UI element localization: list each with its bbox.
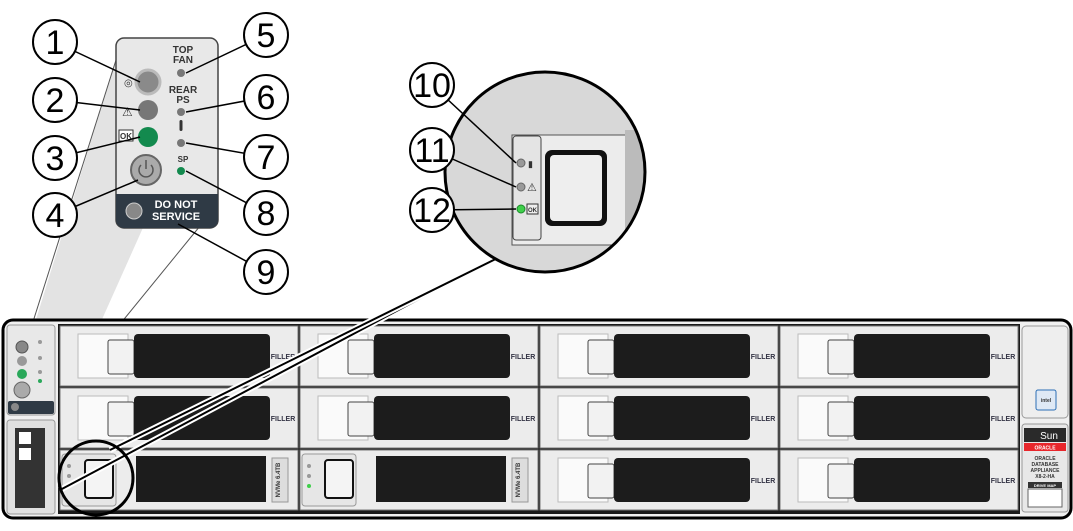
front-control-panel-small bbox=[6, 324, 56, 515]
callout-5: 5 bbox=[243, 12, 289, 58]
filler-label: FILLER bbox=[991, 478, 1016, 485]
top-fan-led bbox=[177, 69, 185, 77]
filler-label: FILLER bbox=[271, 354, 296, 361]
filler-drive[interactable]: FILLER bbox=[539, 325, 779, 387]
product-line-3: APPLIANCE bbox=[1031, 468, 1061, 474]
callout-12: 12 bbox=[409, 187, 455, 233]
filler-label: FILLER bbox=[991, 354, 1016, 361]
callout-9: 9 bbox=[243, 249, 289, 295]
callout-number: 5 bbox=[257, 17, 276, 55]
thermometer-icon bbox=[179, 120, 183, 131]
intel-logo: intel bbox=[1041, 398, 1052, 404]
filler-drive[interactable]: FILLER bbox=[779, 387, 1019, 449]
filler-label: FILLER bbox=[271, 416, 296, 423]
callout-number: 7 bbox=[257, 139, 276, 177]
callout-4: 4 bbox=[32, 192, 78, 238]
filler-label: FILLER bbox=[511, 416, 536, 423]
callout-number: 9 bbox=[257, 254, 276, 292]
filler-drive[interactable]: FILLER bbox=[59, 387, 299, 449]
product-line-4: X8-2-HA bbox=[1035, 474, 1055, 480]
drive-ok-led bbox=[516, 204, 526, 214]
ok-led bbox=[138, 127, 158, 147]
rear-ps-label-1: REAR bbox=[169, 85, 198, 96]
callout-number: 1 bbox=[46, 24, 65, 62]
locator-button bbox=[134, 68, 162, 96]
top-fan-label-2: FAN bbox=[173, 55, 193, 66]
ready-to-remove-icon: ▮ bbox=[528, 159, 533, 169]
callout-number: 3 bbox=[46, 140, 65, 178]
sp-led bbox=[177, 167, 185, 175]
drive-led-magnifier: ▮ ⚠ OK bbox=[443, 70, 647, 274]
ready-to-remove-led bbox=[516, 158, 526, 168]
drive-type-label: NVMe 6.4TB bbox=[276, 462, 282, 497]
filler-drive[interactable]: FILLER bbox=[299, 387, 539, 449]
callout-11: 11 bbox=[409, 127, 455, 173]
drive-highlight-circle bbox=[57, 439, 135, 517]
callout-number: 11 bbox=[414, 132, 449, 170]
filler-label: FILLER bbox=[991, 416, 1016, 423]
sp-label: SP bbox=[178, 155, 189, 164]
filler-drive[interactable]: FILLER bbox=[779, 449, 1019, 511]
do-not-service-label-1: DO NOT bbox=[155, 199, 198, 211]
filler-label: FILLER bbox=[511, 354, 536, 361]
filler-label: FILLER bbox=[751, 416, 776, 423]
service-led bbox=[138, 100, 158, 120]
filler-drive[interactable]: FILLER bbox=[539, 387, 779, 449]
ok-icon: OK bbox=[120, 132, 132, 141]
callout-number: 8 bbox=[257, 195, 276, 233]
filler-drive[interactable]: FILLER bbox=[539, 449, 779, 511]
product-line-2: DATABASE bbox=[1031, 462, 1059, 468]
locator-icon: ◎ bbox=[124, 78, 133, 89]
sun-logo: Sun bbox=[1040, 431, 1058, 442]
callout-2: 2 bbox=[32, 77, 78, 123]
filler-label: FILLER bbox=[751, 478, 776, 485]
product-line-1: ORACLE bbox=[1034, 456, 1056, 462]
callout-1: 1 bbox=[32, 19, 78, 65]
oracle-logo: ORACLE bbox=[1034, 446, 1056, 452]
callout-number: 4 bbox=[46, 197, 65, 235]
callout-10: 10 bbox=[409, 62, 455, 108]
zoomed-control-panel: ◎ ⚠ OK TOP FAN REAR PS SP DO NOT SERVICE bbox=[115, 37, 219, 229]
overtemp-led bbox=[177, 139, 185, 147]
drive-fault-led bbox=[516, 182, 526, 192]
nvme-drive[interactable]: NVMe 6.4TB bbox=[299, 449, 539, 511]
power-button bbox=[130, 154, 162, 186]
callout-number: 12 bbox=[413, 192, 451, 230]
do-not-service-label-2: SERVICE bbox=[152, 211, 200, 223]
rear-ps-led bbox=[177, 108, 185, 116]
drive-warning-icon: ⚠ bbox=[527, 182, 537, 194]
drive-ok-icon: OK bbox=[528, 208, 538, 214]
callout-7: 7 bbox=[243, 134, 289, 180]
filler-label: FILLER bbox=[751, 354, 776, 361]
callout-6: 6 bbox=[243, 74, 289, 120]
nvme-drive[interactable]: NVMe 6.4TB bbox=[59, 449, 299, 511]
callout-number: 10 bbox=[413, 67, 451, 105]
callout-8: 8 bbox=[243, 190, 289, 236]
drive-type-label: NVMe 6.4TB bbox=[516, 462, 522, 497]
callout-number: 6 bbox=[257, 79, 276, 117]
top-fan-label-1: TOP bbox=[173, 45, 194, 56]
do-not-service-led bbox=[125, 202, 143, 220]
callout-3: 3 bbox=[32, 135, 78, 181]
callout-number: 2 bbox=[46, 82, 65, 120]
rear-ps-label-2: PS bbox=[176, 95, 190, 106]
warning-icon: ⚠ bbox=[122, 105, 133, 119]
drive-map-label: DRIVE MAP bbox=[1034, 483, 1057, 488]
filler-drive[interactable]: FILLER bbox=[779, 325, 1019, 387]
right-ear-panel: intel Sun ORACLE ORACLE DATABASE APPLIAN… bbox=[1021, 325, 1069, 513]
